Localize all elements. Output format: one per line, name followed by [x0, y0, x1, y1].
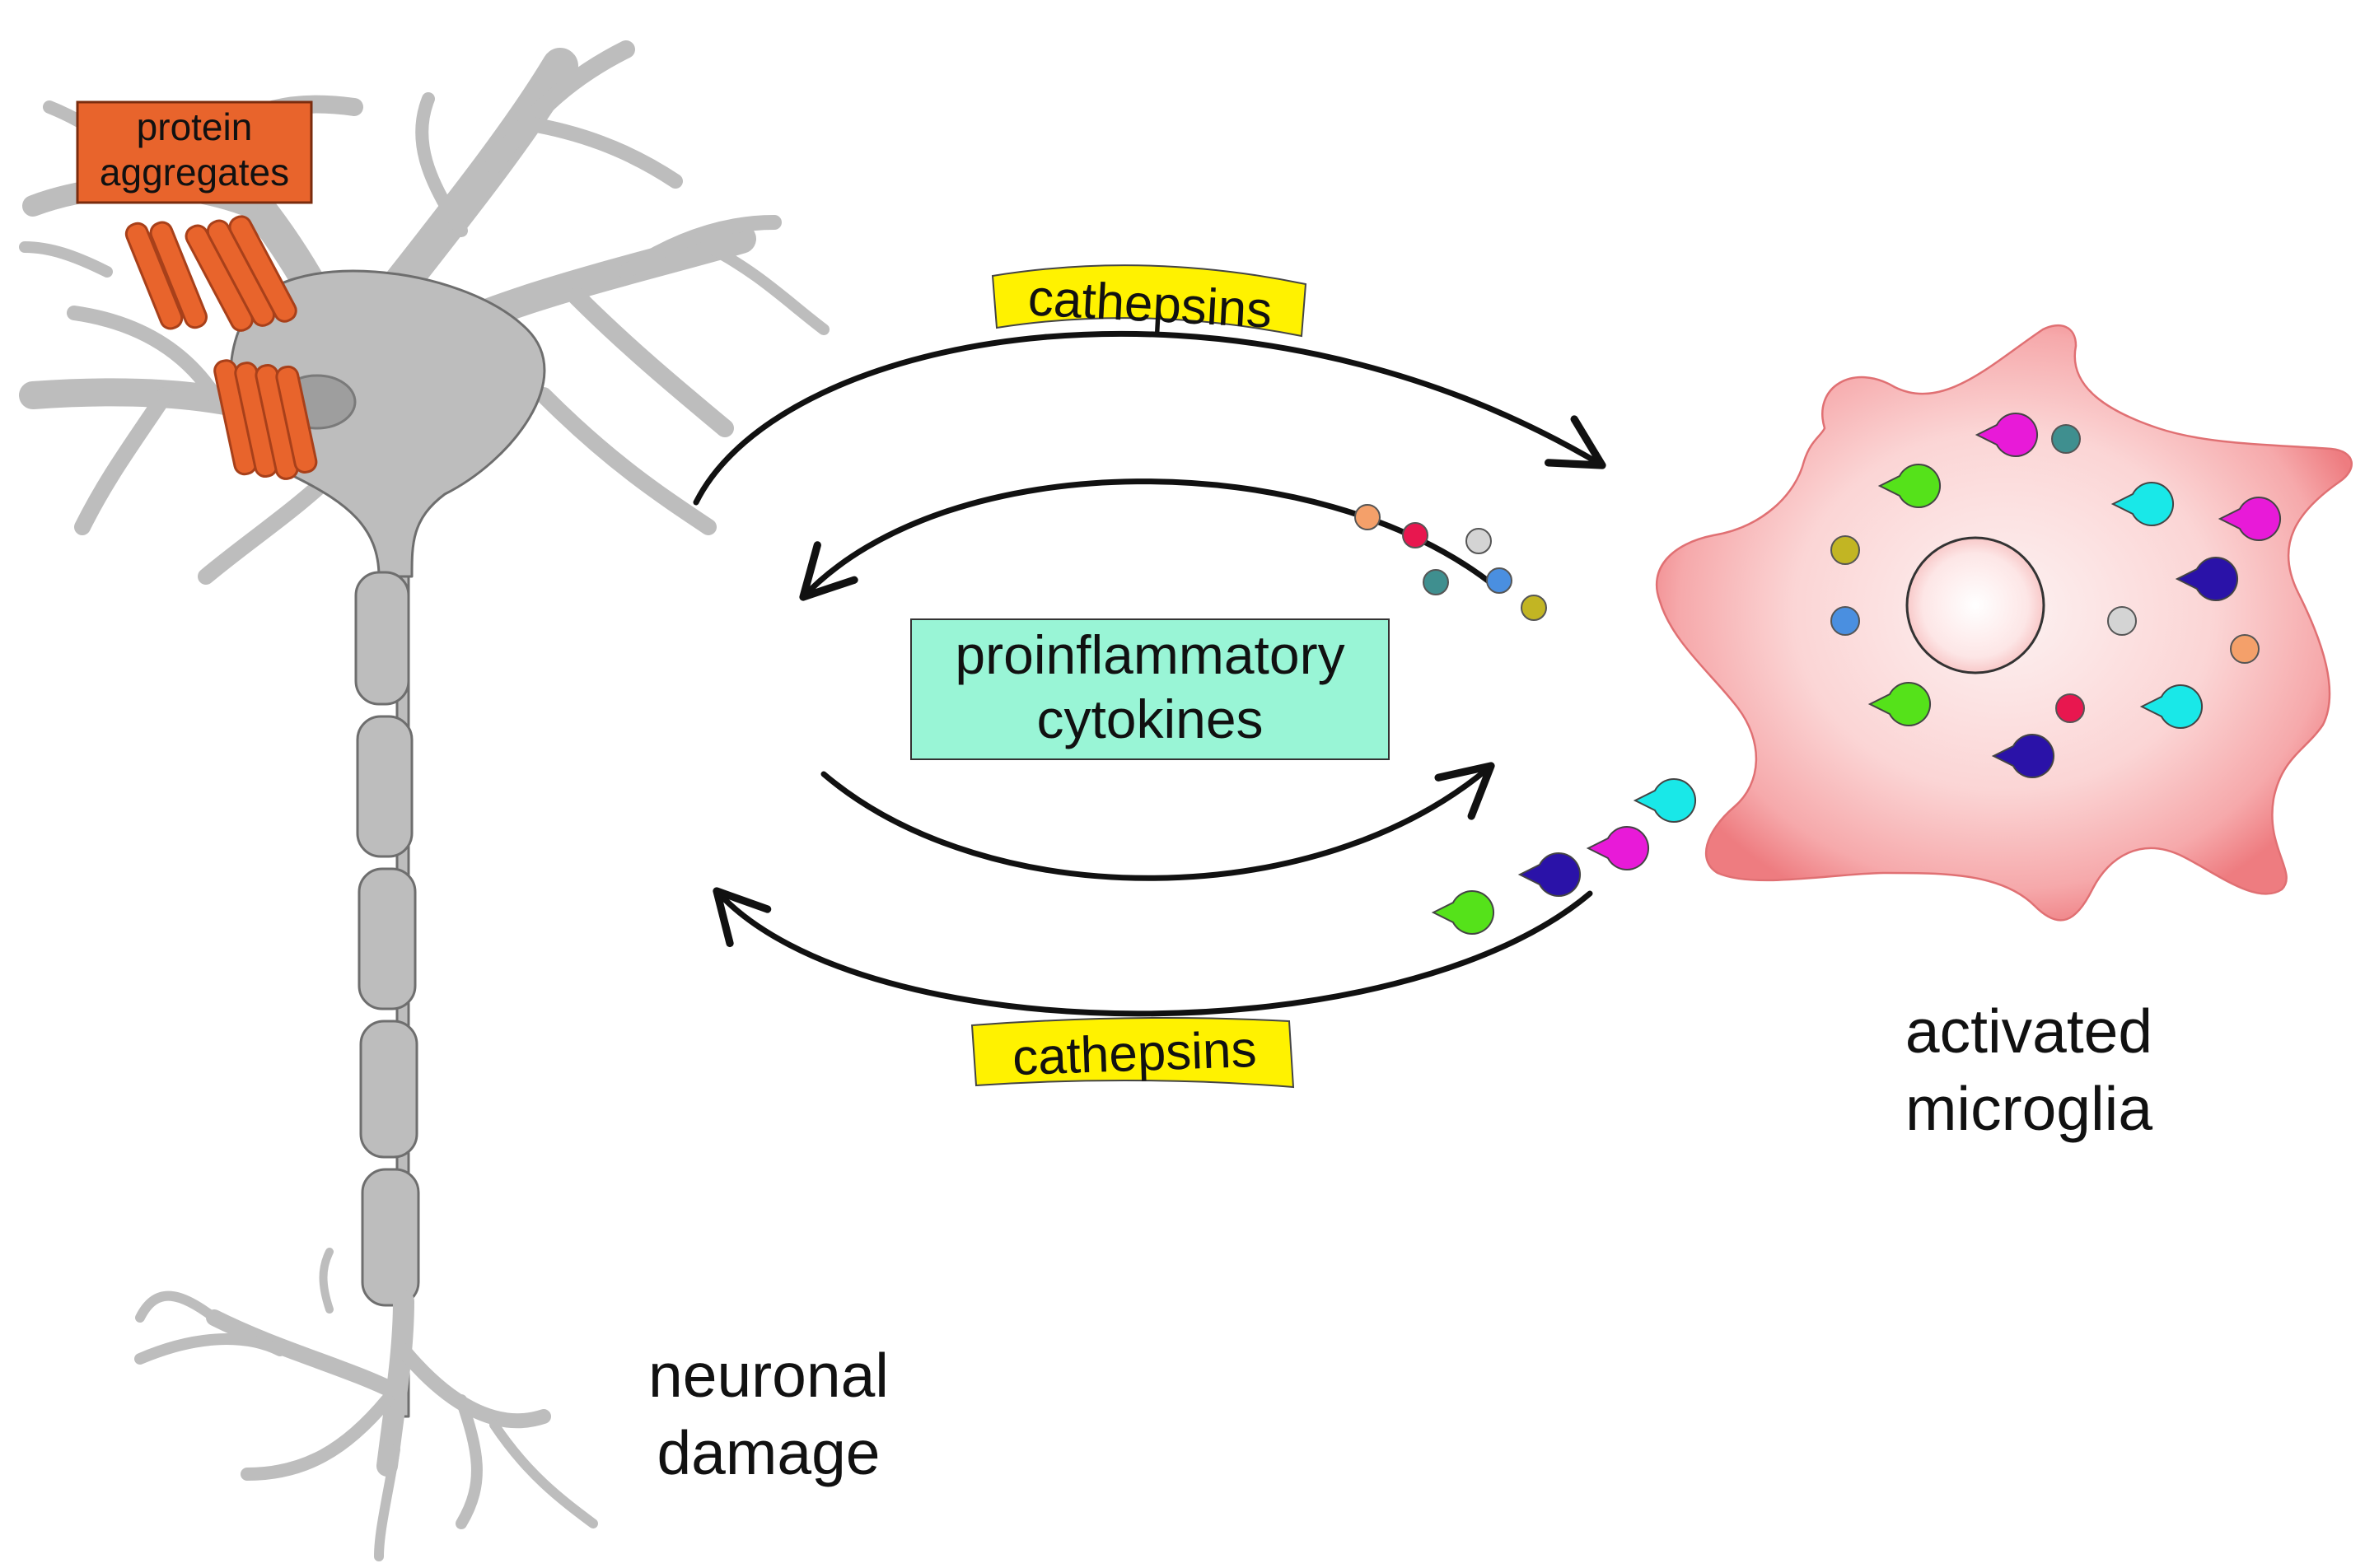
cathepsin-pacman-icon [2218, 497, 2281, 541]
cytokine-dot-icon [2230, 634, 2260, 664]
cathepsin-pacman-icon [1586, 826, 1649, 870]
myelin-segment [356, 715, 414, 858]
activated-microglia-caption: activated microglia [1905, 996, 2152, 1143]
myelin-segment [361, 1168, 420, 1307]
arrow-cytokines-to-neuron [799, 478, 1498, 601]
axon [354, 571, 420, 1418]
cathepsin-pacman-icon [2139, 684, 2203, 729]
arrows [693, 330, 1606, 1017]
cathepsin-pacman-icon [1975, 413, 2038, 457]
cytokine-dot-icon [1423, 569, 1449, 595]
axon-terminals [134, 1248, 598, 1561]
cytokines-line1: proinflammatory [955, 624, 1344, 685]
cathepsin-pacman-icon [1517, 852, 1581, 897]
arrow-neuron-to-microglia-top [693, 330, 1606, 506]
cathepsins-tag-bottom: cathepsins [970, 1017, 1295, 1089]
microglia [1655, 324, 2353, 922]
protein-aggregates-label: protein aggregates [76, 100, 313, 204]
neuronal-damage-caption: neuronal damage [648, 1341, 889, 1487]
cytokine-dot-icon [1402, 522, 1428, 548]
cathepsin-pacman-icon [1867, 682, 1931, 726]
released-cathepsins [1431, 778, 1696, 935]
myelin-segment [359, 1020, 418, 1159]
microglia-nucleus [1905, 536, 2045, 674]
cathepsin-pacman-icon [2175, 557, 2238, 601]
myelin-segment [354, 571, 410, 706]
cathepsin-pacman-icon [1431, 890, 1494, 935]
cytokine-dot-icon [1830, 535, 1860, 565]
cathepsins-tag-top: cathepsins [991, 264, 1307, 339]
protein-aggregates-line1: protein [137, 105, 253, 148]
cytokines-box: proinflammatory cytokines [910, 618, 1390, 760]
cathepsins-top-label: cathepsins [1026, 269, 1274, 338]
arrow-cytokines-lower [820, 762, 1495, 881]
cytokine-dot-icon [1830, 606, 1860, 636]
cathepsin-pacman-icon [1877, 464, 1941, 508]
cytokine-dot-icon [1521, 595, 1547, 621]
neuron [19, 40, 830, 1561]
arrow-microglia-to-neuron-bottom [713, 887, 1593, 1017]
activated-microglia-line2: microglia [1905, 1074, 2152, 1143]
cathepsins-bottom-label: cathepsins [1012, 1021, 1258, 1086]
cytokine-dot-icon [2107, 606, 2137, 636]
cytokine-dot-icon [1465, 528, 1492, 554]
protein-aggregates-line2: aggregates [100, 151, 289, 194]
cytokines-line2: cytokines [1036, 688, 1263, 749]
cathepsin-pacman-icon [2110, 482, 2174, 526]
cathepsin-pacman-icon [1991, 734, 2054, 778]
cathepsin-pacman-icon [1633, 778, 1696, 823]
cytokine-dot-icon [2051, 424, 2081, 454]
neuronal-damage-line1: neuronal [648, 1341, 889, 1410]
dendrites [19, 40, 830, 585]
cytokine-dot-icon [2055, 693, 2085, 723]
cytokine-dot-icon [1354, 504, 1381, 530]
protein-aggregates [124, 215, 318, 480]
released-cytokines [1354, 504, 1547, 621]
cytokine-dot-icon [1486, 567, 1512, 594]
myelin-segment [358, 867, 417, 1010]
neuronal-damage-line2: damage [657, 1418, 880, 1487]
activated-microglia-line1: activated [1905, 996, 2152, 1066]
